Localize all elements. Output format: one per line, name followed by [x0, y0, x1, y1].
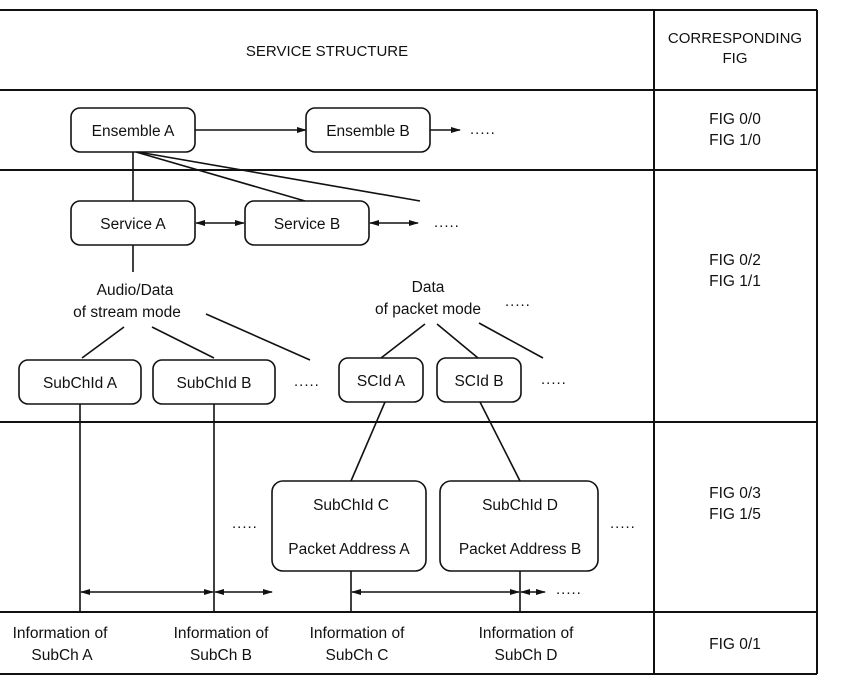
ellipsis: ..... [294, 373, 320, 390]
ellipsis: ..... [470, 121, 496, 138]
fig-label: FIG 0/0 [709, 111, 761, 128]
info-subch-a-line2: SubCh A [31, 647, 93, 664]
packet-to-scid-a-line [381, 324, 425, 358]
ensemble-a-label: Ensemble A [92, 123, 175, 140]
ellipsis: ..... [434, 214, 460, 231]
ensemble-b-label: Ensemble B [326, 123, 410, 140]
fig-label: FIG 1/5 [709, 506, 761, 523]
packet-address-b-label: Packet Address B [459, 541, 581, 558]
stream-mode-label-line1: Audio/Data [97, 282, 174, 299]
packet-address-a-label: Packet Address A [288, 541, 410, 558]
ellipsis: ..... [556, 581, 582, 598]
stream-to-subchid-a-line [82, 327, 124, 358]
header-corresponding-fig-line1: CORRESPONDING [668, 30, 802, 47]
ellipsis: ..... [232, 515, 258, 532]
packet-to-more-line [479, 323, 543, 358]
fig-label: FIG 0/1 [709, 636, 761, 653]
fig-label: FIG 1/0 [709, 132, 761, 149]
fig-label: FIG 0/2 [709, 252, 761, 269]
service-b-label: Service B [274, 216, 340, 233]
info-subch-a-line1: Information of [13, 625, 108, 642]
ellipsis: ..... [610, 515, 636, 532]
fig-label: FIG 1/1 [709, 273, 761, 290]
stream-mode-label-line2: of stream mode [73, 304, 181, 321]
ellipsis: ..... [505, 293, 531, 310]
subchid-b-label: SubChId B [177, 375, 252, 392]
info-subch-d-line1: Information of [479, 625, 574, 642]
info-subch-c-line2: SubCh C [326, 647, 389, 664]
packet-mode-label-line2: of packet mode [375, 301, 481, 318]
stream-to-more-line [206, 314, 310, 360]
stream-to-subchid-b-line [152, 327, 214, 358]
subchid-a-label: SubChId A [43, 375, 118, 392]
subchid-c-label: SubChId C [313, 497, 389, 514]
packet-to-scid-b-line [437, 324, 478, 358]
fig-label: FIG 0/3 [709, 485, 761, 502]
subchid-d-label: SubChId D [482, 497, 558, 514]
scid-b-label: SCId B [454, 373, 503, 390]
info-subch-d-line2: SubCh D [495, 647, 558, 664]
info-subch-b-line2: SubCh B [190, 647, 252, 664]
info-subch-b-line1: Information of [174, 625, 269, 642]
ellipsis: ..... [541, 371, 567, 388]
scid-b-to-subchid-d-line [480, 402, 520, 481]
service-a-label: Service A [100, 216, 166, 233]
header-service-structure: SERVICE STRUCTURE [246, 43, 408, 60]
info-subch-c-line1: Information of [310, 625, 405, 642]
packet-mode-label-line1: Data [412, 279, 445, 296]
header-corresponding-fig-line2: FIG [723, 50, 748, 67]
scid-a-label: SCId A [357, 373, 406, 390]
scid-a-to-subchid-c-line [351, 402, 385, 481]
